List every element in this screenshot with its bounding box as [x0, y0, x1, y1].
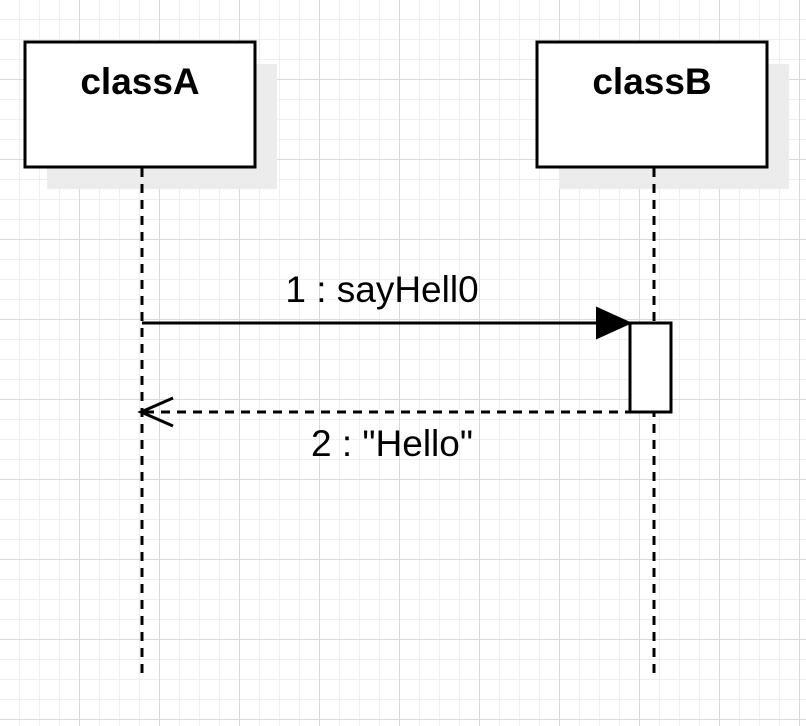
lifeline-classA[interactable]: classA: [23, 40, 277, 680]
lifeline-box[interactable]: [23, 40, 257, 169]
open-arrowhead-icon: [137, 396, 174, 428]
message-label: 1 : sayHell0: [285, 269, 478, 310]
lifeline-classB[interactable]: classB: [535, 40, 789, 680]
filled-arrowhead-icon: [596, 306, 633, 340]
lifeline-title: classB: [592, 61, 711, 102]
message-return-hello[interactable]: 2 : "Hello": [137, 396, 630, 464]
lifeline-box[interactable]: [535, 40, 769, 169]
message-label: 2 : "Hello": [311, 423, 473, 464]
message-say-hello[interactable]: 1 : sayHell0: [142, 269, 633, 340]
lifeline-title: classA: [80, 61, 199, 102]
activation-bar[interactable]: [628, 321, 673, 414]
